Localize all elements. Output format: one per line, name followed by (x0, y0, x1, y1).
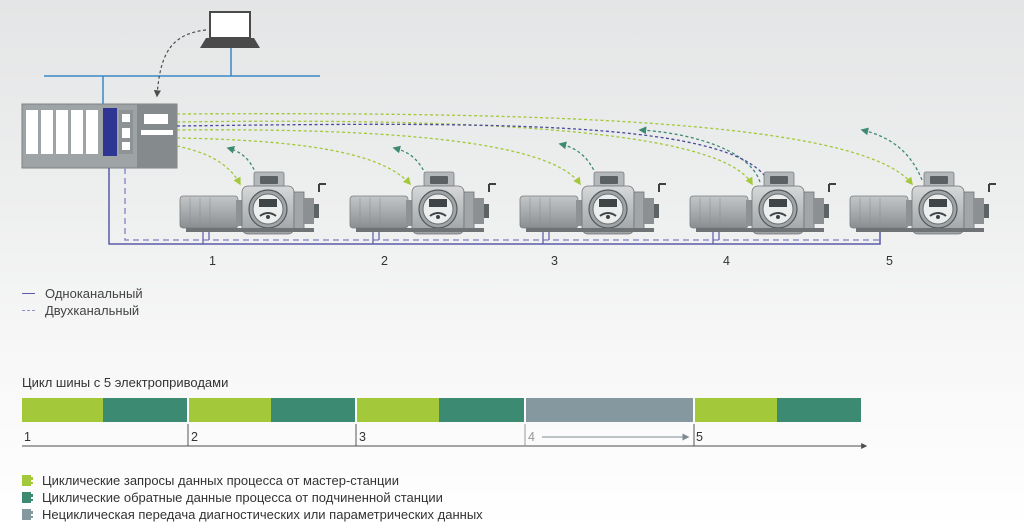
cycle-marker-5: 5 (696, 430, 703, 444)
response-swatch (22, 492, 33, 503)
cycle-marker-3: 3 (359, 430, 366, 444)
bus-cycle-bar (22, 398, 861, 422)
actuator-2 (349, 171, 497, 235)
segment-response-5 (777, 398, 861, 422)
legend-request-label: Циклические запросы данных процесса от м… (42, 473, 399, 488)
actuator-1 (179, 171, 327, 235)
master-card (103, 108, 117, 156)
cycle-marker-2: 2 (191, 430, 198, 444)
segment-response-1 (103, 398, 187, 422)
bus-cycle-title: Цикл шины с 5 электроприводами (22, 375, 229, 390)
single-channel-bus (108, 168, 881, 245)
drive-label-2: 2 (381, 254, 388, 268)
single-line-swatch (22, 293, 35, 294)
actuator-3 (519, 171, 667, 235)
cycle-marker-4: 4 (528, 430, 535, 444)
drive-label-5: 5 (886, 254, 893, 268)
segment-request-3 (357, 398, 439, 422)
segment-response-3 (439, 398, 524, 422)
dual-channel-bus (124, 168, 880, 241)
drive-label-1: 1 (209, 254, 216, 268)
acyclic-swatch (22, 509, 33, 520)
drive-label-3: 3 (551, 254, 558, 268)
segment-request-5 (695, 398, 777, 422)
legend-dual-label: Двухканальный (45, 303, 140, 318)
actuator-4 (689, 171, 837, 235)
segment-request-2 (189, 398, 271, 422)
legend-single-label: Одноканальный (45, 286, 143, 301)
legend-response-label: Циклические обратные данные процесса от … (42, 490, 443, 505)
computer-arrow (153, 29, 207, 98)
plc-rack (21, 103, 178, 169)
segment-request-1 (22, 398, 103, 422)
request-swatch (22, 475, 33, 486)
legend-response: Циклические обратные данные процесса от … (22, 490, 443, 505)
legend-acyclic: Нециклическая передача диагностических и… (22, 507, 483, 522)
legend-acyclic-label: Нециклическая передача диагностических и… (42, 507, 483, 522)
dual-line-swatch (22, 310, 35, 311)
segment-response-2 (271, 398, 355, 422)
cycle-marker-1: 1 (24, 430, 31, 444)
legend-single-channel: Одноканальный (22, 286, 143, 301)
computer-icon (200, 11, 260, 48)
segment-acyclic (526, 398, 693, 422)
actuator-5 (849, 171, 997, 235)
legend-dual-channel: Двухканальный (22, 303, 139, 318)
drive-label-4: 4 (723, 254, 730, 268)
legend-request: Циклические запросы данных процесса от м… (22, 473, 399, 488)
